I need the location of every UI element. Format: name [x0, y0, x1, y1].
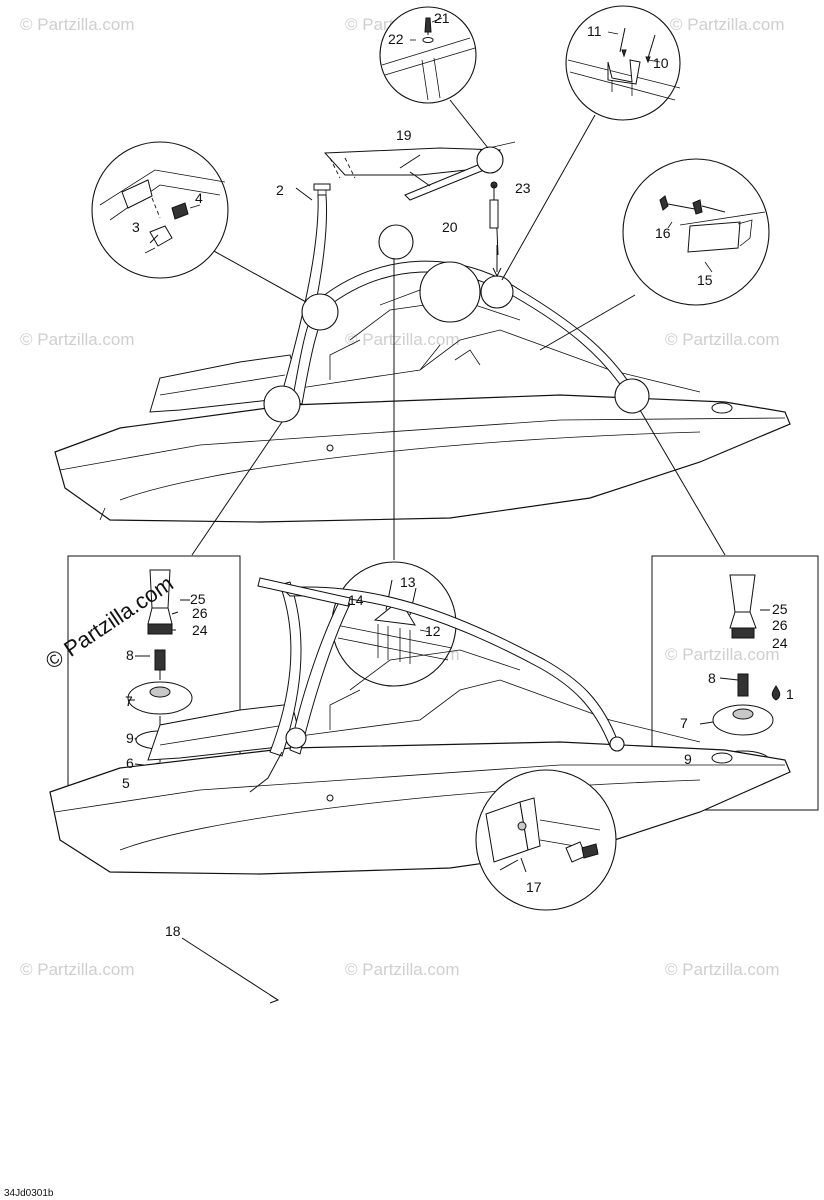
part-label-12: 12 — [425, 623, 441, 639]
part-label-7: 7 — [125, 693, 133, 709]
detail-box-right — [651, 555, 819, 811]
watermark: © Partzilla.com — [665, 645, 780, 664]
part-label-24: 24 — [192, 622, 208, 638]
detail-circle-10-11 — [565, 5, 681, 121]
watermark: © Partzilla.com — [345, 330, 460, 349]
part-label-18: 18 — [165, 923, 181, 939]
part-label-8: 8 — [126, 647, 134, 663]
part-label-23: 23 — [515, 180, 531, 196]
part-label-21: 21 — [434, 10, 450, 26]
top-boat — [54, 141, 791, 523]
part-label-26: 26 — [772, 617, 788, 633]
leader-lines-top — [191, 99, 726, 560]
part-label-13: 13 — [400, 574, 416, 590]
detail-circle-17 — [475, 769, 617, 911]
part-label-17: 17 — [526, 879, 542, 895]
watermark: © Partzilla.com — [665, 330, 780, 349]
part-labels: 4 3 2 19 20 23 21 22 11 10 16 15 25 26 2… — [122, 10, 794, 939]
part-label-5: 5 — [122, 775, 130, 791]
watermark: © Partzilla.com — [20, 15, 135, 34]
watermark: © Partzilla.com — [665, 960, 780, 979]
part-label-20: 20 — [442, 219, 458, 235]
part-label-4: 4 — [195, 190, 203, 206]
watermark: © Partzilla.com — [20, 960, 135, 979]
part-label-25: 25 — [772, 601, 788, 617]
part-label-10: 10 — [653, 55, 669, 71]
part-label-15: 15 — [697, 272, 713, 288]
part-label-14: 14 — [348, 592, 364, 608]
detail-circle-15-16 — [622, 158, 770, 306]
part-label-19: 19 — [396, 127, 412, 143]
part-label-3: 3 — [132, 219, 140, 235]
watermark: © Partzilla.com — [670, 15, 785, 34]
part-label-1: 1 — [786, 686, 794, 702]
part-label-9: 9 — [126, 730, 134, 746]
part-label-22: 22 — [388, 31, 404, 47]
part-label-2: 2 — [276, 182, 284, 198]
part-label-25: 25 — [190, 591, 206, 607]
part-label-24: 24 — [772, 635, 788, 651]
detail-circle-21-22 — [379, 6, 477, 104]
watermark: © Partzilla.com — [20, 330, 135, 349]
top-boat-hull — [54, 394, 791, 523]
part-label-11: 11 — [587, 23, 602, 39]
part-label-16: 16 — [655, 225, 671, 241]
part-label-7: 7 — [680, 715, 688, 731]
watermark: © Partzilla.com — [345, 960, 460, 979]
part-label-9: 9 — [684, 751, 692, 767]
part-label-8: 8 — [708, 670, 716, 686]
bottom-boat-hull — [49, 741, 791, 875]
detail-circle-3-4 — [91, 141, 229, 279]
part-label-6: 6 — [126, 755, 134, 771]
diagram-code: 34Jd0301b — [4, 1188, 54, 1199]
part-label-26: 26 — [192, 605, 208, 621]
